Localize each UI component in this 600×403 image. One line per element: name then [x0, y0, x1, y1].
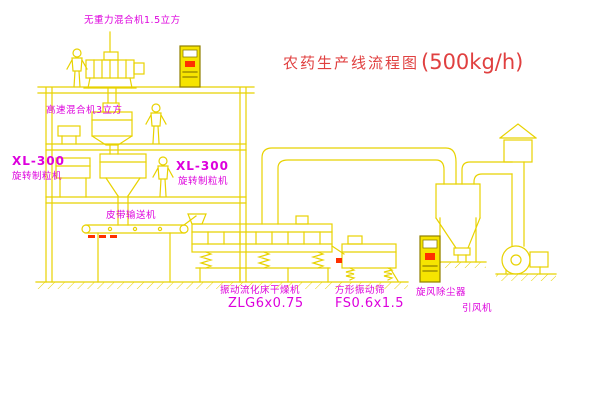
induced-draft-fan-machine — [501, 245, 549, 275]
label-dryer-model: ZLG6x0.75 — [228, 296, 304, 311]
label-granulator-center-model: XL-300 — [176, 159, 229, 173]
control-panel-2 — [419, 235, 441, 283]
building-frame — [37, 86, 255, 283]
cyclone-separator — [435, 183, 481, 263]
exhaust-duct — [261, 147, 457, 225]
fluid-bed-dryer-machine — [187, 213, 345, 283]
label-granulator-left-model: XL-300 — [12, 154, 65, 168]
granulator-left-machine — [55, 157, 91, 198]
high-speed-mixer-machine — [91, 102, 133, 155]
drawing-title-capacity: (500kg/h) — [421, 50, 524, 74]
cyclone-outlet-pipe — [461, 161, 513, 185]
label-fan: 引风机 — [462, 303, 493, 314]
vibrating-screen-machine — [336, 235, 399, 282]
label-cyclone: 旋风除尘器 — [416, 287, 467, 298]
exhaust-stack — [499, 123, 537, 247]
worker-figure-top — [66, 48, 88, 88]
belt-conveyor-machine — [81, 215, 197, 283]
label-screen-model: FS0.6x1.5 — [335, 296, 405, 311]
control-panel-1 — [179, 45, 201, 88]
floor2-side-equipment — [57, 125, 81, 145]
belt-indicator-marks — [88, 235, 117, 238]
worker-figure-floor2 — [145, 103, 167, 144]
label-dryer-name: 振动流化床干燥机 — [220, 285, 301, 296]
label-granulator-left-name: 旋转制粒机 — [12, 171, 63, 182]
label-belt-conveyor: 皮带输送机 — [106, 210, 157, 221]
label-granulator-center-name: 旋转制粒机 — [178, 176, 229, 187]
label-top-mixer: 无重力混合机1.5立方 — [84, 15, 181, 26]
label-high-speed-mixer: 高速混合机3立方 — [46, 105, 123, 116]
worker-figure-floor3 — [152, 156, 174, 197]
drawing-title-text: 农药生产线流程图 — [283, 53, 420, 72]
drawing-title: 农药生产线流程图 (500kg/h) — [283, 50, 523, 74]
label-screen-name: 方形振动筛 — [335, 285, 386, 296]
top-mixer-machine — [83, 31, 145, 104]
granulator-center-machine — [99, 153, 147, 226]
